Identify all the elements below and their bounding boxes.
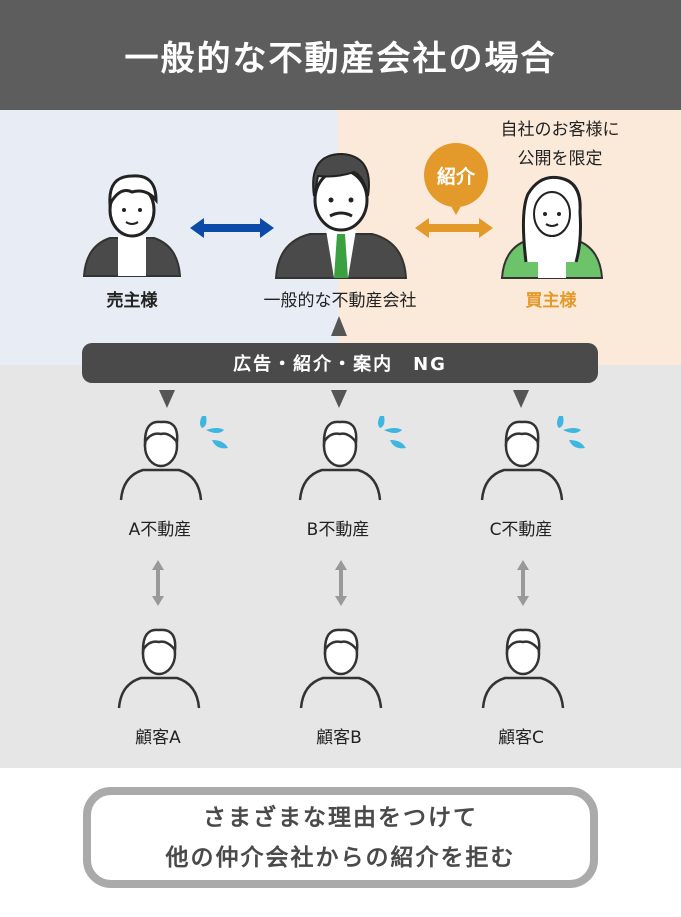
- down-arrow-icon: [331, 390, 347, 408]
- up-arrow-icon: [331, 316, 347, 336]
- sweat-icon: [557, 416, 585, 449]
- agency-a-person-icon: [119, 420, 203, 502]
- sweat-icon: [200, 416, 228, 449]
- down-arrow-icon: [513, 390, 529, 408]
- vertical-double-arrow-icon: [517, 560, 529, 606]
- customer-a-label: 顧客A: [135, 728, 181, 748]
- note-line-1: 自社のお客様に: [500, 120, 620, 140]
- down-arrow-icon: [159, 390, 175, 408]
- customer-b-person-icon: [299, 628, 383, 710]
- vertical-double-arrow-icon: [335, 560, 347, 606]
- buyer-side-background: [338, 110, 681, 365]
- summary-line-2: 他の仲介会社からの紹介を拒む: [165, 844, 516, 871]
- note-line-2: 公開を限定: [517, 149, 603, 169]
- buyer-label: 買主様: [525, 291, 577, 311]
- seller-side-background: [0, 110, 338, 365]
- buyer-person-icon: [500, 175, 604, 279]
- summary-box: さまざまな理由をつけて 他の仲介会社からの紹介を拒む: [83, 787, 598, 888]
- agency-c-label: C不動産: [489, 520, 553, 540]
- introduction-bubble: 紹介: [424, 143, 488, 215]
- agency-c-person-icon: [480, 420, 564, 502]
- agency-b-person-icon: [298, 420, 382, 502]
- seller-person-icon: [82, 174, 182, 277]
- restriction-note: 自社のお客様に 公開を限定: [470, 116, 650, 174]
- vertical-double-arrow-icon: [152, 560, 164, 606]
- customer-c-person-icon: [481, 628, 565, 710]
- agency-b-label: B不動産: [306, 520, 370, 540]
- agency-a-label: A不動産: [128, 520, 192, 540]
- agent-person-icon: [274, 152, 408, 279]
- customer-a-person-icon: [117, 628, 201, 710]
- seller-label: 売主様: [106, 291, 158, 311]
- summary-line-1: さまざまな理由をつけて: [203, 804, 478, 831]
- orange-double-arrow-icon: [415, 218, 493, 238]
- page-title: 一般的な不動産会社の場合: [0, 0, 681, 110]
- agent-label: 一般的な不動産会社: [263, 291, 417, 311]
- customer-b-label: 顧客B: [316, 728, 362, 748]
- ng-bar: 広告・紹介・案内 NG: [82, 343, 598, 383]
- customer-c-label: 顧客C: [498, 728, 544, 748]
- sweat-icon: [378, 416, 406, 449]
- blue-double-arrow-icon: [190, 218, 274, 238]
